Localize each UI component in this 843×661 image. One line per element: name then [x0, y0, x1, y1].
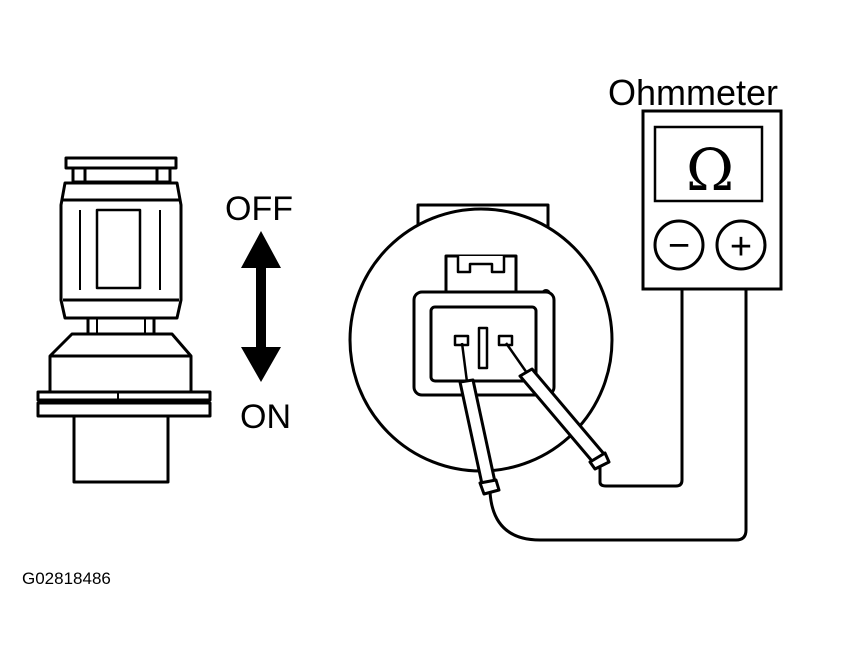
plus-icon: + — [730, 226, 752, 268]
ohmmeter-title: Ohmmeter — [608, 72, 778, 113]
switch-component — [36, 156, 212, 484]
test-probes — [458, 342, 611, 496]
positive-lead-wire — [488, 270, 748, 542]
ohm-symbol-icon: Ω — [686, 136, 734, 204]
ohmmeter-device — [641, 109, 783, 291]
negative-lead-wire — [598, 270, 684, 488]
minus-icon: − — [668, 225, 690, 267]
negative-terminal — [653, 219, 705, 271]
on-label: ON — [240, 398, 291, 436]
positive-terminal — [715, 219, 767, 271]
off-label: OFF — [225, 190, 293, 228]
figure-code: G02818486 — [22, 569, 111, 588]
double-arrow-icon — [241, 231, 281, 382]
test-leads — [488, 270, 748, 542]
connector-housing — [348, 203, 614, 473]
meter-display — [653, 125, 764, 203]
